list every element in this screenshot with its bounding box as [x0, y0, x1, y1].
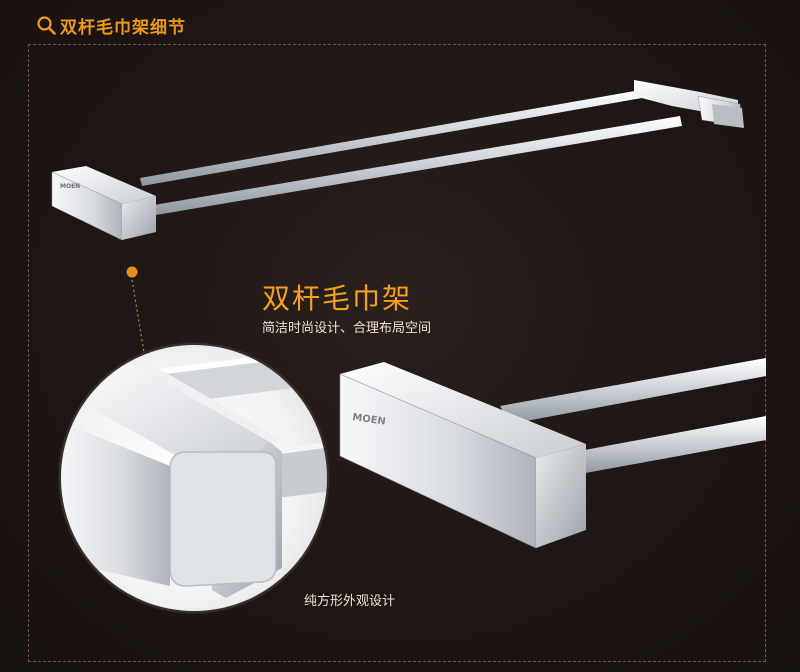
- closeup-bar-lower: [574, 416, 766, 474]
- brand-logo-closeup: MOEN: [352, 412, 387, 428]
- towel-bar-upper: [140, 90, 642, 186]
- bracket-right: [634, 80, 744, 128]
- section-header: 双杆毛巾架细节: [36, 12, 186, 38]
- towel-rack-full: MOEN: [51, 80, 744, 241]
- towel-bar-lower: [148, 116, 682, 216]
- dashed-frame: [28, 44, 766, 662]
- product-heading: 双杆毛巾架 简洁时尚设计、合理布局空间: [262, 282, 431, 338]
- closeup-bar-upper: [500, 358, 766, 424]
- section-title: 双杆毛巾架细节: [60, 17, 186, 38]
- detail-caption: 纯方形外观设计: [304, 594, 396, 609]
- product-tagline: 简洁时尚设计、合理布局空间: [262, 321, 432, 336]
- search-icon: [37, 16, 56, 35]
- callout-pointer: [126, 266, 145, 353]
- magnified-detail: [58, 342, 330, 614]
- product-name: 双杆毛巾架: [262, 282, 413, 315]
- bracket-closeup: MOEN: [339, 358, 766, 549]
- brand-logo-small: MOEN: [60, 183, 80, 190]
- bracket-left: MOEN: [51, 166, 156, 241]
